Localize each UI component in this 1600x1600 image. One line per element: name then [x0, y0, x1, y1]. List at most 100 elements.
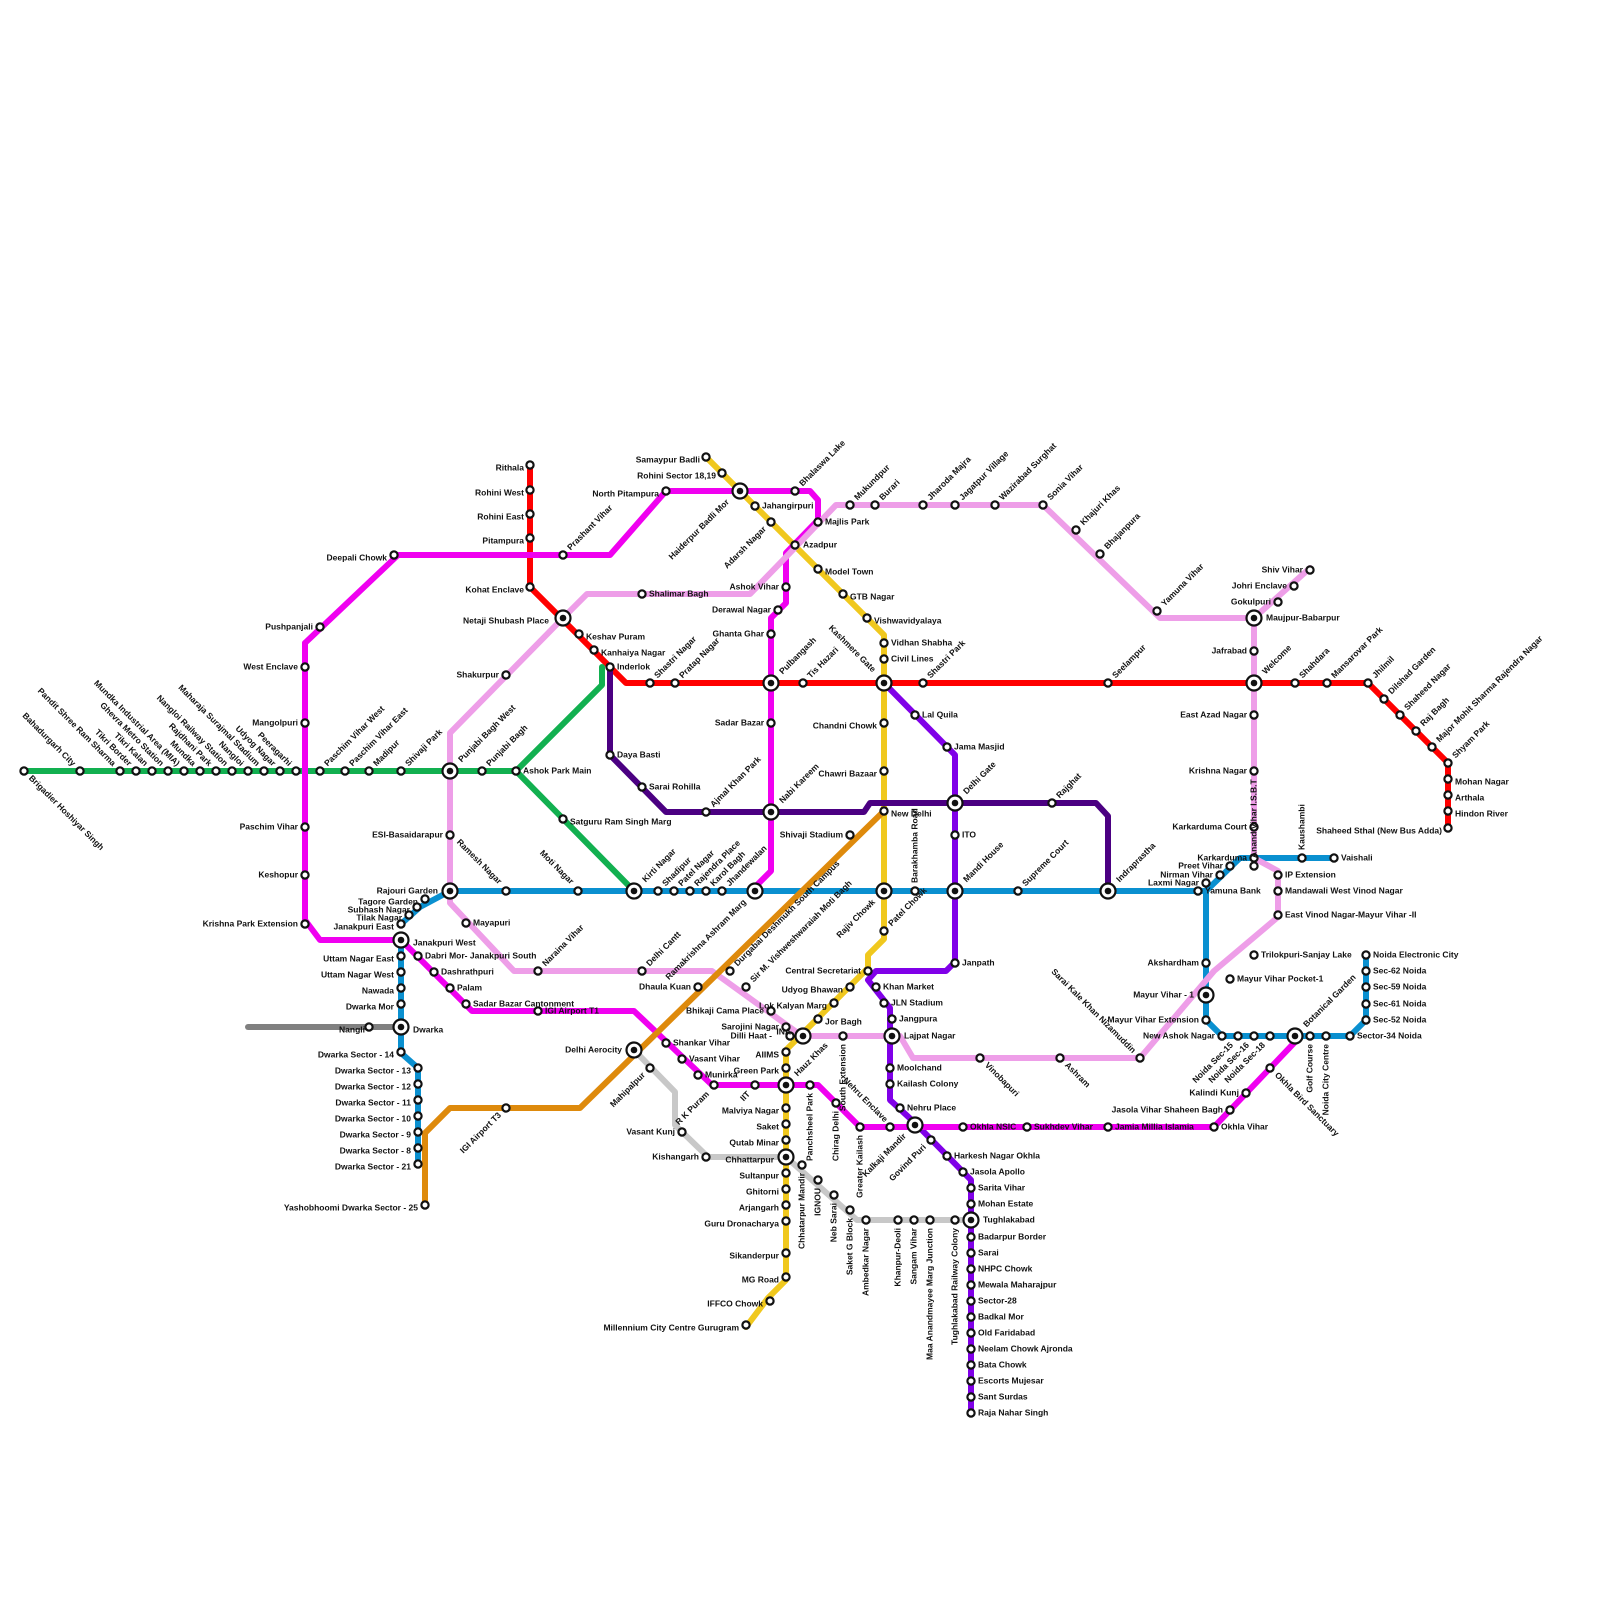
station-marker[interactable]: [790, 540, 800, 550]
station-marker[interactable]: [115, 766, 125, 776]
station-marker[interactable]: [670, 678, 680, 688]
station-marker[interactable]: [445, 830, 455, 840]
station-marker[interactable]: [773, 605, 783, 615]
station-marker[interactable]: [637, 782, 647, 792]
station-marker[interactable]: [429, 967, 439, 977]
station-marker[interactable]: [870, 500, 880, 510]
station-marker[interactable]: [1273, 886, 1283, 896]
station-marker[interactable]: [195, 766, 205, 776]
station-marker[interactable]: [781, 1119, 791, 1129]
station-marker[interactable]: [1345, 1031, 1355, 1041]
station-marker[interactable]: [413, 1143, 423, 1153]
station-marker[interactable]: [445, 983, 455, 993]
station-marker[interactable]: [1361, 1015, 1371, 1025]
station-marker[interactable]: [1201, 1015, 1211, 1025]
station-marker[interactable]: [1225, 974, 1235, 984]
station-marker[interactable]: [275, 766, 285, 776]
station-marker[interactable]: [211, 766, 221, 776]
station-marker[interactable]: [1217, 1031, 1227, 1041]
station-marker[interactable]: [885, 1063, 895, 1073]
station-marker[interactable]: [966, 1376, 976, 1386]
station-marker[interactable]: [845, 830, 855, 840]
station-marker[interactable]: [300, 718, 310, 728]
station-marker[interactable]: [966, 1344, 976, 1354]
station-marker[interactable]: [829, 998, 839, 1008]
station-marker[interactable]: [1297, 853, 1307, 863]
station-marker[interactable]: [709, 1080, 719, 1090]
station-marker[interactable]: [781, 1103, 791, 1113]
station-marker[interactable]: [845, 1205, 855, 1215]
station-marker[interactable]: [785, 1031, 795, 1041]
station-marker[interactable]: [725, 966, 735, 976]
station-marker[interactable]: [966, 1328, 976, 1338]
station-marker[interactable]: [879, 654, 889, 664]
station-marker[interactable]: [717, 468, 727, 478]
station-marker[interactable]: [1411, 726, 1421, 736]
station-marker[interactable]: [879, 638, 889, 648]
station-marker[interactable]: [1361, 950, 1371, 960]
station-marker[interactable]: [781, 1047, 791, 1057]
station-marker[interactable]: [685, 886, 695, 896]
station-marker[interactable]: [1321, 1031, 1331, 1041]
station-marker[interactable]: [1225, 1105, 1235, 1115]
station-marker[interactable]: [525, 509, 535, 519]
station-marker[interactable]: [1273, 597, 1283, 607]
station-marker[interactable]: [966, 1232, 976, 1242]
station-marker[interactable]: [958, 1167, 968, 1177]
station-marker[interactable]: [925, 1215, 935, 1225]
station-marker[interactable]: [1361, 982, 1371, 992]
station-marker[interactable]: [477, 766, 487, 776]
station-marker[interactable]: [701, 1152, 711, 1162]
station-marker[interactable]: [147, 766, 157, 776]
station-marker[interactable]: [259, 766, 269, 776]
station-marker[interactable]: [885, 1079, 895, 1089]
station-marker[interactable]: [1363, 678, 1373, 688]
station-marker[interactable]: [879, 718, 889, 728]
station-marker[interactable]: [645, 678, 655, 688]
station-marker[interactable]: [677, 1127, 687, 1137]
station-marker[interactable]: [879, 998, 889, 1008]
station-marker[interactable]: [501, 886, 511, 896]
station-marker[interactable]: [918, 500, 928, 510]
station-marker[interactable]: [942, 742, 952, 752]
station-marker[interactable]: [163, 766, 173, 776]
station-marker[interactable]: [879, 806, 889, 816]
station-marker[interactable]: [291, 766, 301, 776]
station-marker[interactable]: [653, 886, 663, 896]
station-marker[interactable]: [813, 1014, 823, 1024]
station-marker[interactable]: [966, 1408, 976, 1418]
station-marker[interactable]: [790, 486, 800, 496]
station-marker[interactable]: [1443, 790, 1453, 800]
station-marker[interactable]: [1361, 966, 1371, 976]
station-marker[interactable]: [1249, 822, 1259, 832]
station-marker[interactable]: [845, 982, 855, 992]
station-marker[interactable]: [1361, 999, 1371, 1009]
station-marker[interactable]: [1322, 678, 1332, 688]
station-marker[interactable]: [1273, 870, 1283, 880]
station-marker[interactable]: [637, 589, 647, 599]
station-marker[interactable]: [701, 452, 711, 462]
station-marker[interactable]: [717, 886, 727, 896]
station-marker[interactable]: [750, 501, 760, 511]
station-marker[interactable]: [910, 710, 920, 720]
station-marker[interactable]: [813, 564, 823, 574]
station-marker[interactable]: [741, 982, 751, 992]
station-marker[interactable]: [909, 1215, 919, 1225]
station-marker[interactable]: [413, 1095, 423, 1105]
station-marker[interactable]: [574, 629, 584, 639]
station-marker[interactable]: [1443, 823, 1453, 833]
station-marker[interactable]: [1265, 1031, 1275, 1041]
station-marker[interactable]: [243, 766, 253, 776]
station-marker[interactable]: [1013, 886, 1023, 896]
station-marker[interactable]: [396, 983, 406, 993]
station-marker[interactable]: [1249, 646, 1259, 656]
station-marker[interactable]: [533, 1006, 543, 1016]
station-marker[interactable]: [1443, 758, 1453, 768]
station-marker[interactable]: [831, 1098, 841, 1108]
station-marker[interactable]: [1071, 525, 1081, 535]
station-marker[interactable]: [1305, 1031, 1315, 1041]
station-marker[interactable]: [918, 678, 928, 688]
station-marker[interactable]: [364, 766, 374, 776]
station-marker[interactable]: [227, 766, 237, 776]
station-marker[interactable]: [1443, 774, 1453, 784]
